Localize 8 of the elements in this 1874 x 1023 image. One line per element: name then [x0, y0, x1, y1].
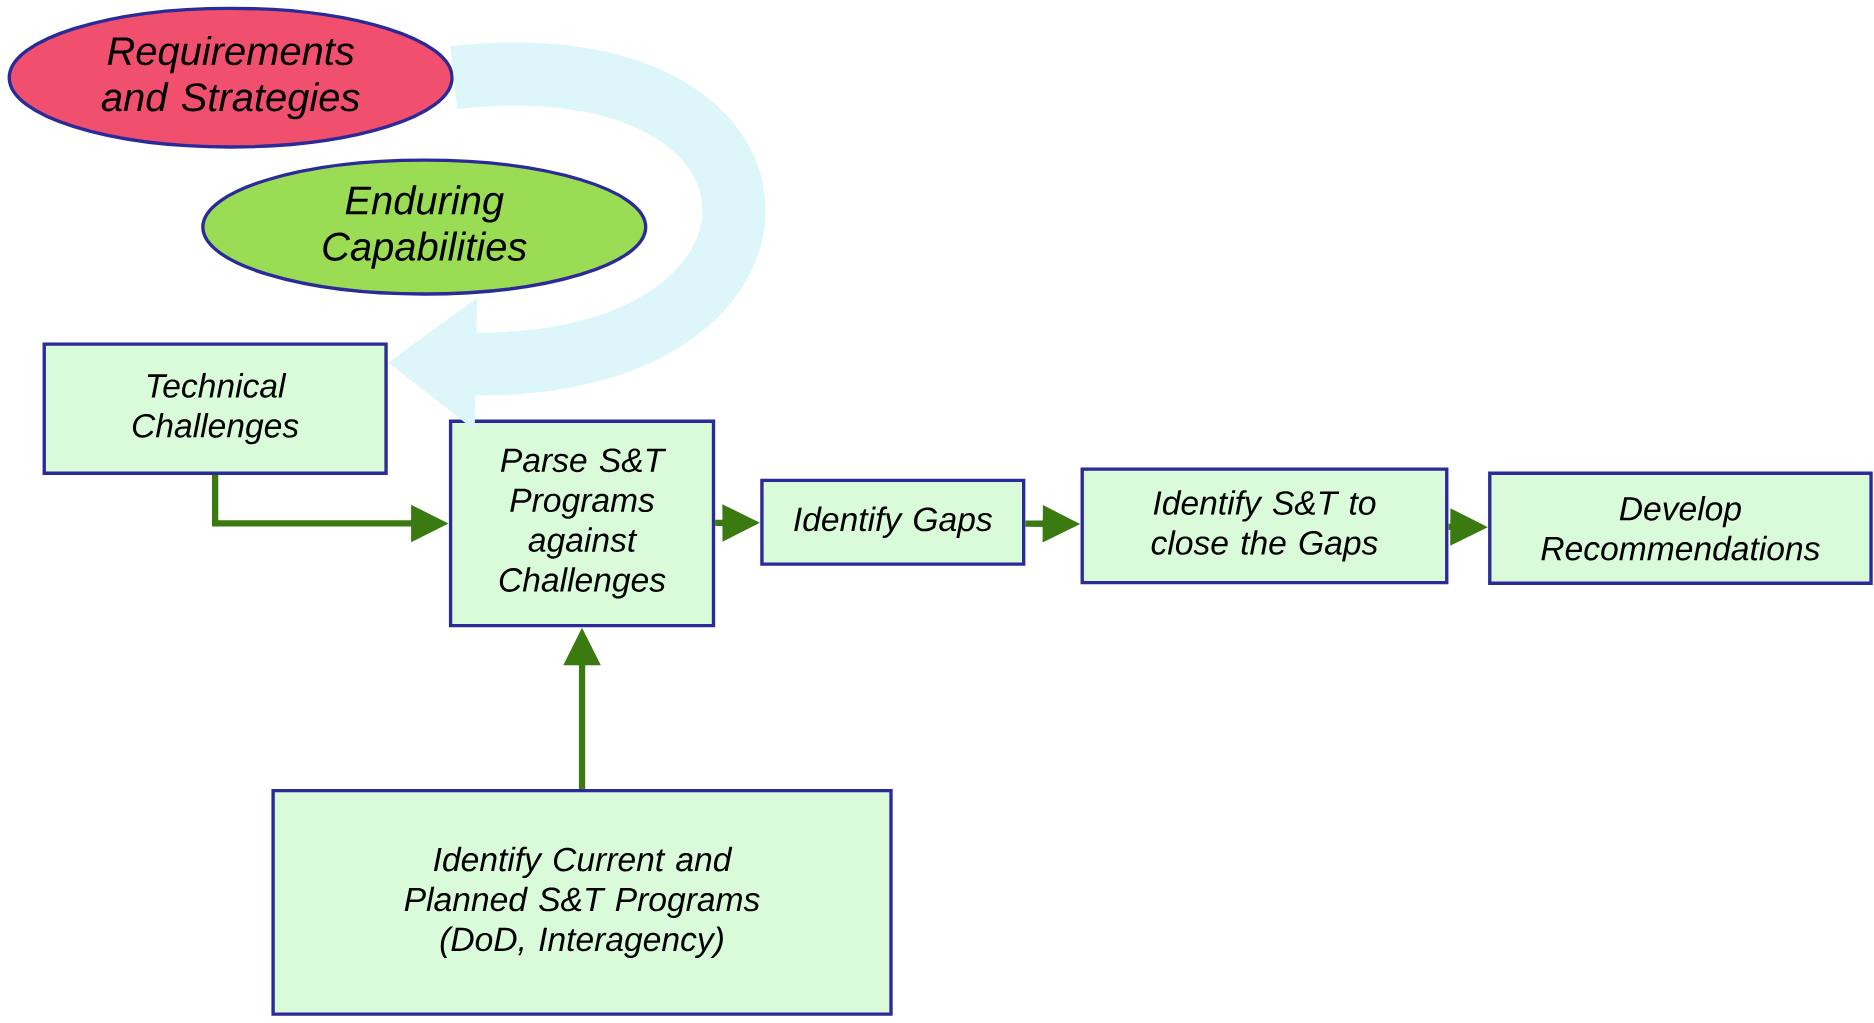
process-box: Identify S&T to close the Gaps — [1080, 467, 1449, 585]
process-box: Parse S&T Programs against Challenges — [448, 419, 716, 628]
oval-label: Enduring Capabilities — [201, 158, 648, 296]
process-box: Identify Current and Planned S&T Programs (DoD, Interagency) — [271, 788, 893, 1016]
oval-label: Requirements and Strategies — [7, 6, 454, 149]
process-box: Technical Challenges — [42, 342, 388, 475]
process-box: Identify Gaps — [760, 478, 1026, 566]
process-box: Develop Recommendations — [1488, 471, 1873, 585]
